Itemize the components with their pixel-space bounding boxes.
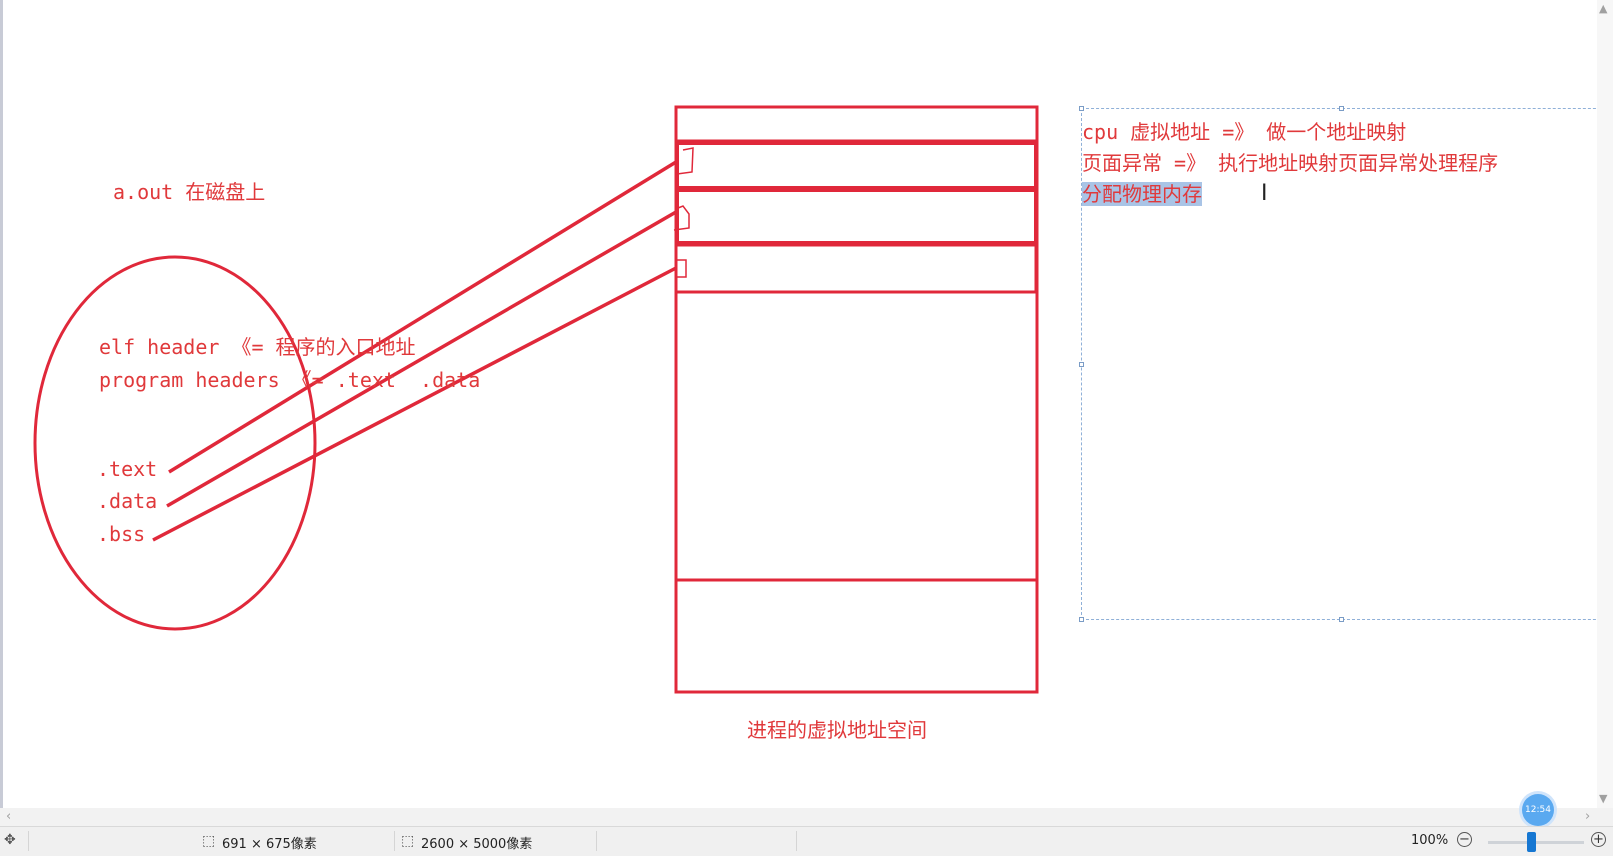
status-separator [596, 831, 597, 851]
diagram-drawing [33, 105, 1039, 694]
textbox-handle-ml[interactable] [1079, 362, 1084, 367]
segment-bss-box [674, 243, 1038, 294]
selection-size: 691 × 675像素 [222, 837, 317, 852]
textbox-handle-tm[interactable] [1339, 106, 1344, 111]
scroll-left-icon[interactable]: ‹ [6, 809, 12, 824]
map-line-text [168, 160, 677, 474]
label-aout-on-disk: a.out 在磁盘上 [113, 180, 266, 204]
drawing-canvas[interactable]: a.out 在磁盘上 elf header 《= 程序的入口地址 program… [0, 0, 1613, 808]
label-elf-header: elf header 《= 程序的入口地址 [99, 335, 416, 359]
label-section-text: .text [97, 457, 158, 481]
text-box[interactable]: cpu 虚拟地址 =》 做一个地址映射 页面异常 =》 执行地址映射页面异常处理… [1079, 106, 1613, 622]
selection-size-icon: ⬚ [202, 833, 216, 849]
scroll-right-icon[interactable]: › [1585, 809, 1591, 824]
zoom-slider-thumb[interactable] [1527, 832, 1536, 852]
vertical-scrollbar[interactable]: ▲ ▼ [1597, 0, 1613, 808]
textbox-line-1[interactable]: cpu 虚拟地址 =》 做一个地址映射 [1082, 120, 1407, 144]
mark-text [676, 147, 694, 175]
clock-badge: 12:54 [1522, 794, 1554, 826]
label-virtual-address-space: 进程的虚拟地址空间 [747, 718, 927, 742]
segment-data-box [675, 188, 1038, 245]
selected-text[interactable]: 分配物理内存 [1082, 182, 1202, 206]
zoom-out-icon[interactable]: − [1457, 832, 1472, 847]
zoom-in-icon[interactable]: + [1591, 832, 1606, 847]
image-size-icon: ⬚ [401, 833, 415, 849]
image-size: 2600 × 5000像素 [421, 837, 533, 852]
horizontal-scrollbar[interactable]: ‹ › [0, 808, 1613, 826]
mark-data [673, 205, 690, 231]
status-separator [796, 831, 797, 851]
label-program-headers: program headers 《= .text .data [99, 368, 481, 392]
scroll-up-icon[interactable]: ▲ [1599, 2, 1608, 15]
segment-text-box [675, 141, 1038, 190]
status-bar: ✥ ⬚ 691 × 675像素 ⬚ 2600 × 5000像素 100% − + [0, 826, 1613, 856]
address-space-rect [674, 105, 1039, 694]
map-line-bss [152, 266, 677, 542]
label-section-data: .data [97, 489, 158, 513]
disk-ellipse [33, 255, 317, 631]
textbox-handle-bl[interactable] [1079, 617, 1084, 622]
text-cursor-icon: I [1261, 181, 1268, 206]
status-separator [28, 831, 29, 851]
textbox-handle-bm[interactable] [1339, 617, 1344, 622]
label-section-bss: .bss [97, 522, 146, 546]
zoom-slider-track[interactable] [1488, 841, 1584, 844]
textbox-line-2[interactable]: 页面异常 =》 执行地址映射页面异常处理程序 [1082, 151, 1499, 175]
textbox-line-3[interactable]: 分配物理内存 [1082, 181, 1202, 207]
zoom-level: 100% [1411, 833, 1449, 848]
status-separator [394, 831, 395, 851]
scroll-down-icon[interactable]: ▼ [1599, 792, 1608, 805]
move-icon[interactable]: ✥ [4, 832, 16, 848]
textbox-handle-tl[interactable] [1079, 106, 1084, 111]
map-line-data [166, 210, 677, 508]
